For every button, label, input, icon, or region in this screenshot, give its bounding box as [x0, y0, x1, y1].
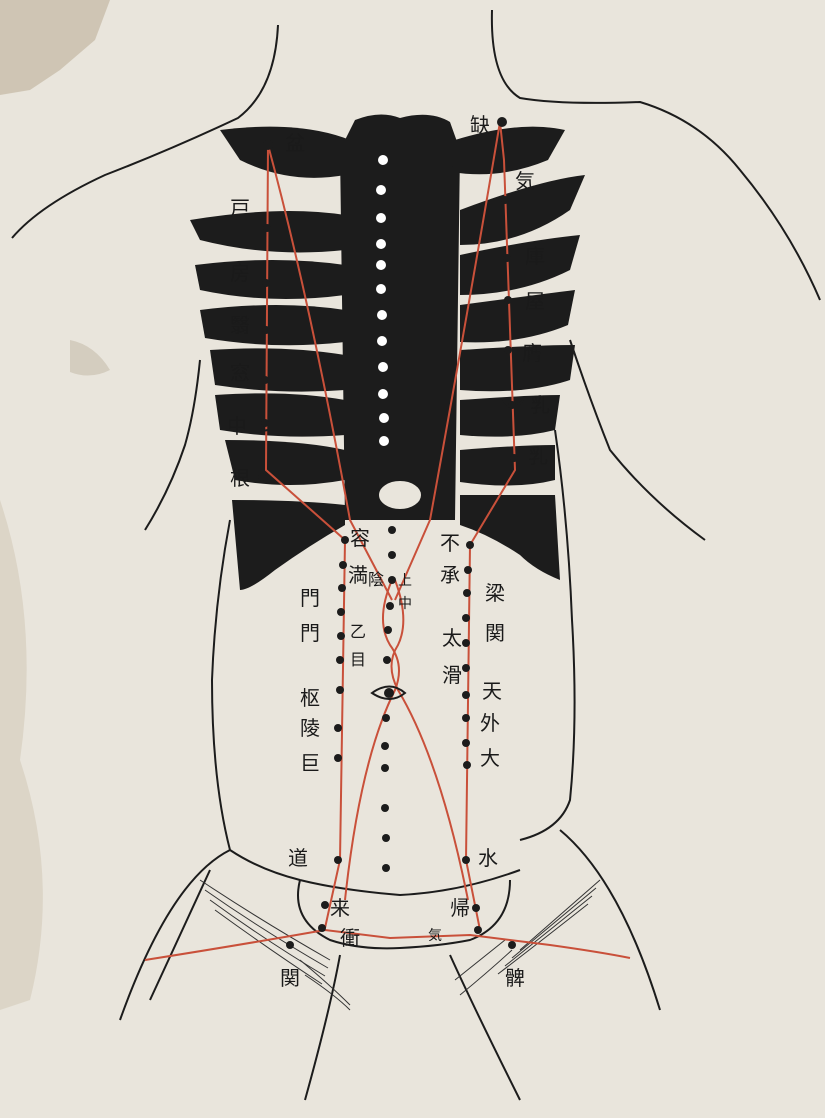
point-label: 滑 [442, 663, 462, 687]
point-label: 盆 [285, 131, 305, 155]
point-label: 衝 [340, 926, 360, 950]
point-label: 梁 [485, 581, 505, 605]
point-label: 缺 [470, 113, 490, 137]
point-label: 上 [398, 573, 412, 589]
point-label: 来 [330, 896, 350, 920]
point-label: 屋 [525, 289, 545, 313]
point-label: 陰 [368, 570, 384, 589]
point-label: 容 [350, 526, 370, 550]
point-label: 承 [440, 563, 460, 587]
point-label: 道 [288, 846, 308, 870]
point-label: 太 [442, 626, 462, 650]
point-label: 中 [227, 414, 247, 438]
point-label: 陵 [300, 716, 320, 740]
point-label: 房 [230, 261, 250, 285]
point-label: 天 [482, 679, 502, 703]
point-label: 乙 [350, 622, 366, 641]
paper-stain [0, 0, 110, 95]
point-label: 根 [230, 466, 250, 490]
point-label: 膺 [522, 341, 542, 365]
point-label: 戸 [230, 196, 250, 220]
point-label: 門 [300, 621, 320, 645]
point-label: 乳 [530, 393, 550, 417]
point-label: 髀 [505, 966, 525, 990]
point-label: 水 [478, 846, 498, 870]
point-label: 翳 [230, 313, 250, 337]
point-label: 気 [428, 928, 442, 944]
point-label: 外 [480, 711, 500, 735]
paper-stain [70, 340, 110, 376]
point-label: 不 [440, 531, 460, 555]
point-label: 帰 [450, 896, 470, 920]
point-label: 満 [348, 563, 368, 587]
point-label: 大 [480, 746, 500, 770]
point-label: 中 [398, 596, 412, 612]
point-label: 枢 [300, 686, 320, 710]
point-label: 窓 [230, 361, 250, 385]
point-label: 関 [485, 621, 505, 645]
groin-hatching [200, 880, 600, 1010]
point-label: 巨 [300, 751, 320, 775]
point-label: 目 [350, 650, 366, 669]
point-label: 乳 [528, 444, 548, 468]
point-label: 気 [515, 169, 535, 193]
paper-stain [0, 500, 43, 1010]
point-label: 庫 [525, 244, 545, 268]
point-label: 門 [300, 586, 320, 610]
point-label: 関 [280, 966, 300, 990]
